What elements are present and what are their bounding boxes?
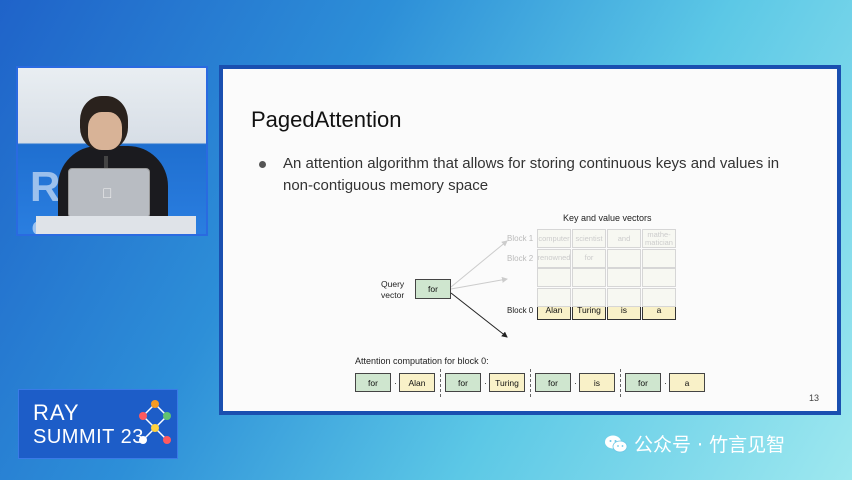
dot-product-operator: · (574, 378, 577, 388)
attention-key-box: Turing (489, 373, 525, 392)
logo-line-2: SUMMIT 23 (33, 426, 144, 448)
arrow-to-block-2 (450, 276, 508, 290)
attention-query-box: for (625, 373, 661, 392)
kv-cell (572, 268, 606, 287)
kv-cell: and (607, 229, 641, 248)
attention-query-box: for (355, 373, 391, 392)
pair-separator (440, 369, 441, 397)
slide-frame: PagedAttention An attention algorithm th… (219, 65, 841, 415)
attention-title: Attention computation for block 0: (355, 356, 489, 366)
query-label: Query vector (381, 279, 405, 300)
attention-key-box: a (669, 373, 705, 392)
pair-separator (530, 369, 531, 397)
bullet-dot-icon (259, 161, 266, 168)
kv-cell-empty (607, 287, 641, 307)
attention-key-box: is (579, 373, 615, 392)
attention-key-box: Alan (399, 373, 435, 392)
diagram-title: Key and value vectors (563, 213, 652, 223)
bullet-text: An attention algorithm that allows for s… (283, 155, 780, 194)
kv-cell-empty (572, 287, 606, 307)
kv-cell (607, 248, 641, 268)
speaker-face (88, 112, 122, 150)
speaker-video: R S 2  (16, 66, 208, 236)
wechat-watermark: 公众号 · 竹言见智 (604, 430, 785, 457)
ray-graph-icon (139, 400, 171, 444)
arrow-to-block-1 (450, 240, 508, 288)
attention-query-box: for (445, 373, 481, 392)
microphone-icon (104, 156, 108, 176)
podium (36, 216, 196, 234)
kv-cell: scientist (572, 229, 606, 248)
kv-cell: computer (537, 229, 571, 248)
kv-cell (607, 268, 641, 287)
slide-title: PagedAttention (251, 107, 402, 132)
dot-product-operator: · (394, 378, 397, 388)
pair-separator (620, 369, 621, 397)
kv-cell: for (572, 248, 606, 268)
block-label: Block 1 (507, 234, 534, 243)
kv-cell (642, 268, 676, 287)
attention-query-box: for (535, 373, 571, 392)
bullet-point: An attention algorithm that allows for s… (259, 153, 799, 197)
kv-cell (537, 268, 571, 287)
logo-line-1: RAY (33, 400, 80, 425)
apple-logo-icon:  (102, 185, 113, 201)
ray-summit-logo: RAY SUMMIT 23 (18, 389, 178, 459)
query-vector: for (415, 279, 451, 299)
dot-product-operator: · (664, 378, 667, 388)
watermark-text: 公众号 · 竹言见智 (634, 434, 786, 456)
kv-cell-empty (642, 287, 676, 307)
kv-cell: renowned (537, 248, 571, 268)
kv-cell: mathe- matician (642, 229, 676, 248)
page-number: 13 (808, 393, 819, 403)
laptop:  (68, 168, 150, 218)
slide: PagedAttention An attention algorithm th… (223, 69, 837, 411)
kv-cell-empty (537, 287, 571, 307)
kv-cell (642, 248, 676, 268)
wechat-icon (605, 435, 628, 452)
arrow-to-block-0 (450, 292, 508, 338)
block-label: Block 0 (507, 305, 534, 315)
dot-product-operator: · (484, 378, 487, 388)
block-label: Block 2 (507, 253, 534, 263)
